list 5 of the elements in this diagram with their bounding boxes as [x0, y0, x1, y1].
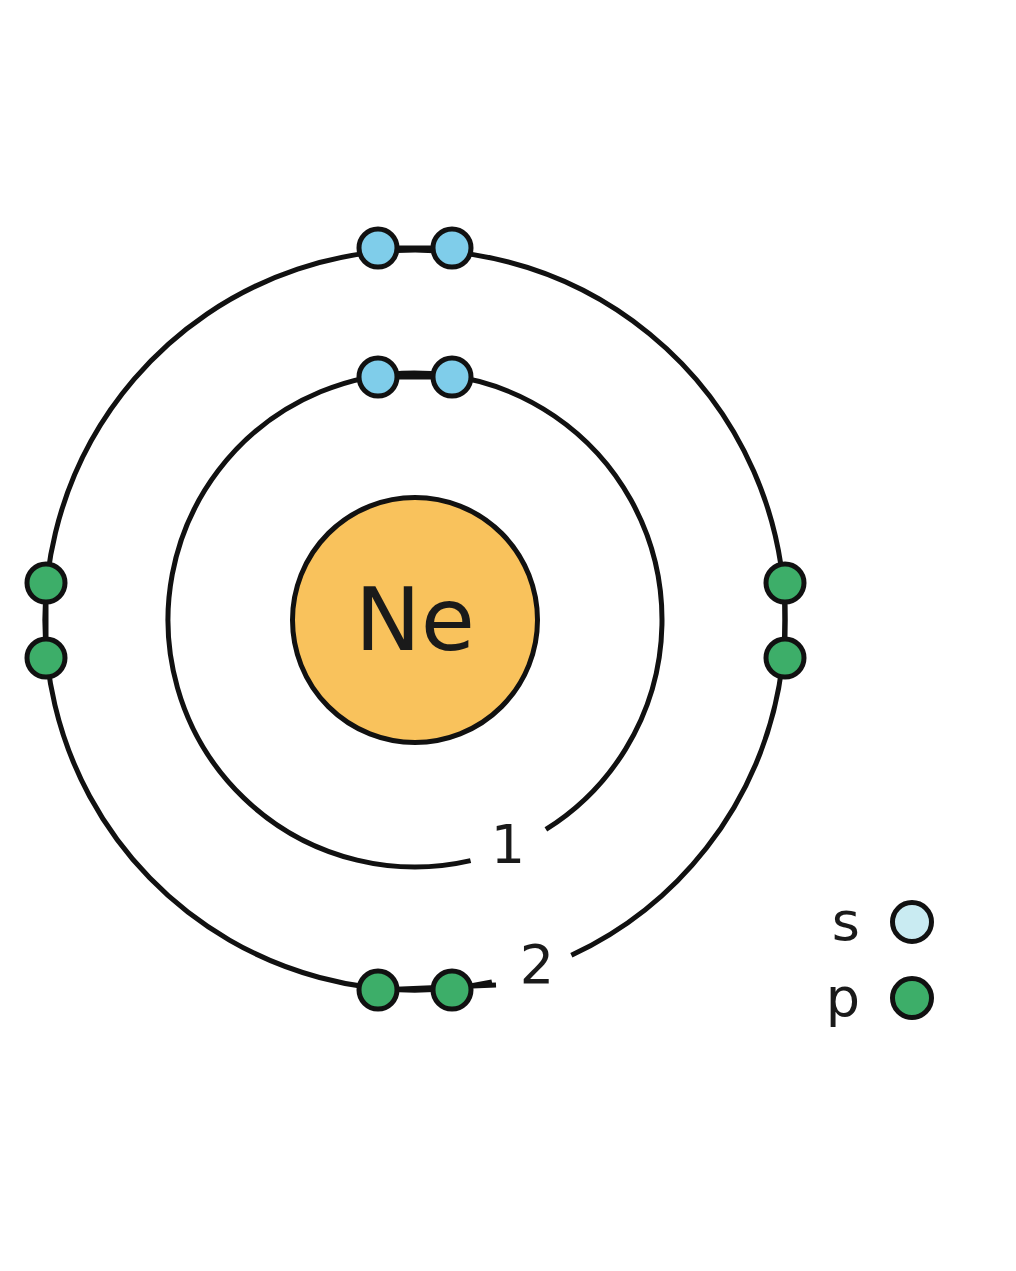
element-symbol: Ne	[355, 576, 475, 664]
shell-number: 2	[519, 938, 555, 992]
shell-number: 1	[490, 818, 526, 872]
legend-label: p	[824, 971, 860, 1025]
legend-label: s	[830, 895, 860, 949]
